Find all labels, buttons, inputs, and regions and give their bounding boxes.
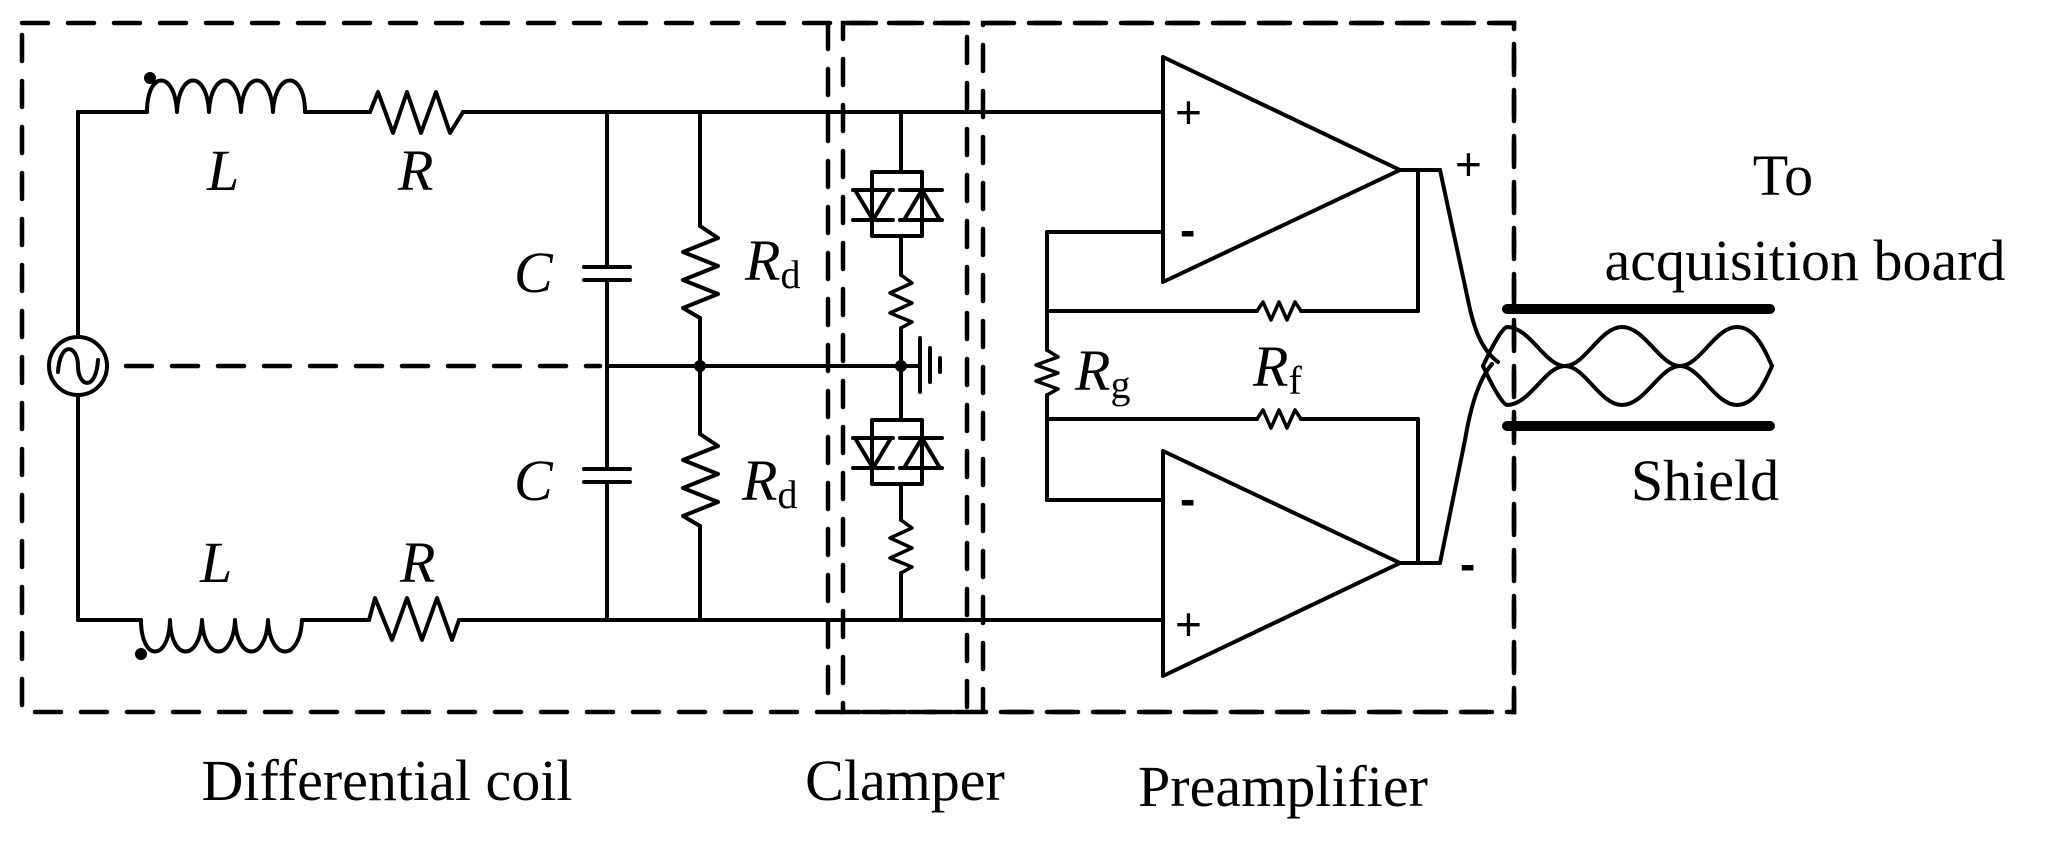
clamper [851, 110, 944, 622]
ac-source-icon [47, 335, 109, 397]
feedback-resistor-label: Rf [1252, 334, 1302, 403]
damping-resistor-bottom-label: Rd [741, 448, 797, 517]
differential-coil: L R L R C C Rd Rd [47, 72, 1165, 660]
capacitor-top-icon [582, 110, 632, 368]
section-label-clamper: Clamper [805, 748, 1005, 813]
inductor-bottom-icon [135, 618, 304, 660]
damping-resistor-top-icon [681, 224, 720, 320]
preamp-box [980, 20, 1517, 715]
resistor-bottom-label: R [399, 530, 435, 595]
gain-resistor-icon [1034, 348, 1060, 397]
resistor-top-icon [368, 90, 465, 135]
shield-label: Shield [1631, 448, 1779, 513]
resistor-top-label: R [397, 138, 433, 203]
gain-resistor-label: Rg [1074, 338, 1130, 407]
destination-label-line1: To [1753, 143, 1813, 208]
capacitor-bottom-icon [582, 364, 632, 622]
diode-pair-top-icon [851, 170, 944, 238]
section-label-coil: Differential coil [202, 748, 573, 813]
damping-resistor-bottom-icon [681, 432, 720, 528]
clamper-box [840, 20, 970, 715]
feedback-resistor-top-icon [1255, 300, 1303, 322]
resistor-bottom-icon [367, 596, 461, 642]
capacitor-top-label: C [514, 240, 554, 305]
preamplifier: + - - + Rg Rf + - [1034, 55, 1500, 678]
diode-pair-bottom-icon [851, 418, 944, 486]
opamp-top-minus: - [1180, 204, 1195, 256]
output-minus: - [1460, 538, 1475, 590]
inductor-top-label: L [206, 138, 239, 203]
clamp-resistor-bottom-icon [888, 518, 914, 575]
feedback-resistor-bottom-icon [1255, 408, 1303, 430]
clamp-resistor-top-icon [888, 273, 914, 330]
opamp-bottom-plus: + [1175, 598, 1202, 650]
ground-icon [899, 336, 942, 394]
opamp-bottom-minus: - [1180, 473, 1195, 525]
output-plus: + [1455, 138, 1482, 190]
damping-resistor-top-label: Rd [744, 228, 800, 297]
outer-box [19, 20, 1517, 715]
inductor-bottom-label: L [199, 530, 232, 595]
section-label-preamp: Preamplifier [1138, 754, 1428, 819]
twisted-pair-icon [1481, 325, 1774, 368]
destination-label-line2: acquisition board [1604, 228, 2005, 293]
opamp-top-icon [1161, 55, 1402, 284]
opamp-top-plus: + [1175, 86, 1202, 138]
capacitor-bottom-label: C [514, 448, 554, 513]
twisted-pair-cable: To acquisition board Shield [1481, 143, 2006, 513]
opamp-bottom-icon [1161, 449, 1402, 678]
inductor-top-icon [144, 72, 307, 114]
